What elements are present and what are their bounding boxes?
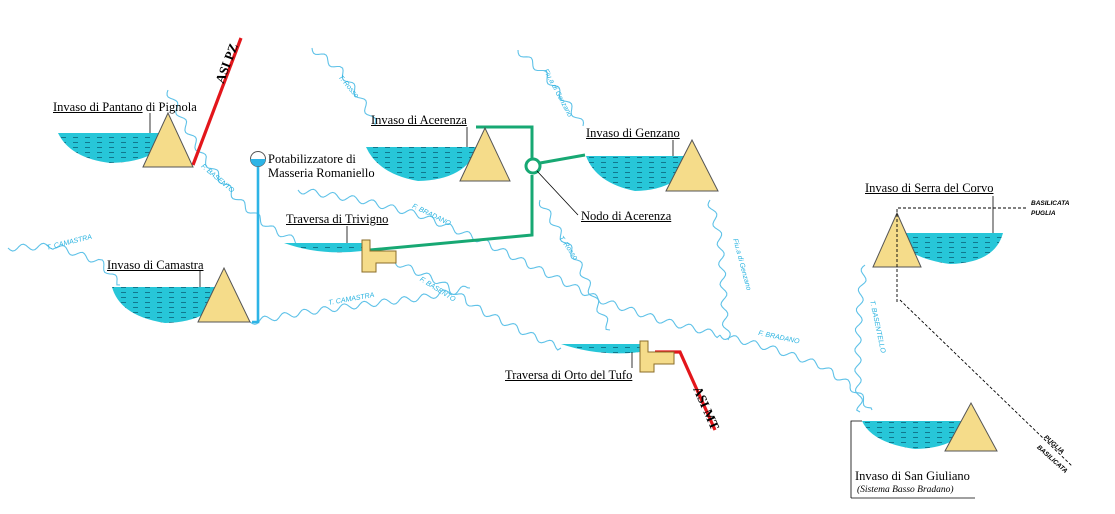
river-basento-upper [166, 89, 311, 249]
acerenza-dam [459, 126, 511, 182]
camastra-label: Invaso di Camastra [107, 258, 204, 272]
orto-basin [561, 344, 640, 354]
asi-pz-pipe [191, 37, 243, 166]
river-basento-lower [394, 261, 562, 351]
nodo-acerenza-label: Nodo di Acerenza [581, 209, 672, 223]
san-giuliano-label: Invaso di San Giuliano [855, 469, 970, 483]
serra-del-corvo-label: Invaso di Serra del Corvo [865, 181, 994, 195]
genzano-basin [586, 156, 692, 191]
nodo-leader [536, 170, 579, 216]
genzano-dam [665, 138, 719, 192]
river-bradano-lower [719, 334, 873, 411]
pantano-suffix: di Pignola [142, 100, 197, 114]
river-genzano-lower [707, 199, 731, 341]
san-giuliano-note: (Sistema Basso Bradano) [857, 485, 954, 495]
river-basentello [854, 264, 867, 413]
san-giuliano-basin [862, 421, 970, 449]
orto-weir [639, 340, 675, 373]
acerenza-basin [366, 147, 478, 181]
river-rosso-upper [311, 47, 377, 126]
river-genzano-upper [517, 49, 585, 127]
river-camastra-lower [249, 285, 471, 325]
pantano-label: Invaso di Pantano di Pignola [53, 100, 197, 114]
trivigno-basin [284, 243, 362, 253]
serra-basin [893, 233, 1003, 264]
reservoir-basins [58, 133, 1003, 449]
camastra-basin [112, 287, 225, 323]
river-bradano-upper [297, 188, 721, 339]
region-boundary [896, 207, 1028, 302]
potabilizzatore-symbol [250, 151, 266, 167]
genzano-label: Invaso di Genzano [586, 126, 680, 140]
potabilizzatore-label-line1: Potabilizzatore di [268, 152, 356, 166]
genzano-green-link [539, 153, 586, 165]
pantano-dam [142, 111, 194, 168]
river-camastra-upper [7, 242, 121, 286]
camastra-dam [197, 266, 251, 323]
trivigno-weir [361, 239, 397, 273]
river-rosso-lower [538, 199, 611, 331]
potabilizzatore-label-line2: Masseria Romaniello [268, 166, 375, 180]
trivigno-label: Traversa di Trivigno [286, 212, 389, 226]
region-label-puglia-top: PUGLIA [1031, 210, 1056, 217]
acerenza-label: Invaso di Acerenza [371, 113, 467, 127]
region-label-basilicata-top: BASILICATA [1031, 200, 1070, 207]
trivigno-green-link [369, 175, 534, 252]
san-giuliano-dam [944, 401, 998, 452]
nodo-acerenza-junction [524, 157, 542, 175]
san-giuliano-leader [850, 420, 862, 498]
pantano-basin [58, 133, 170, 163]
potabilizzatore-pipe [252, 166, 260, 324]
pantano-name: Invaso di Pantano [53, 100, 143, 114]
orto-del-tufo-label: Traversa di Orto del Tufo [505, 368, 633, 382]
acerenza-green-link [476, 125, 534, 158]
